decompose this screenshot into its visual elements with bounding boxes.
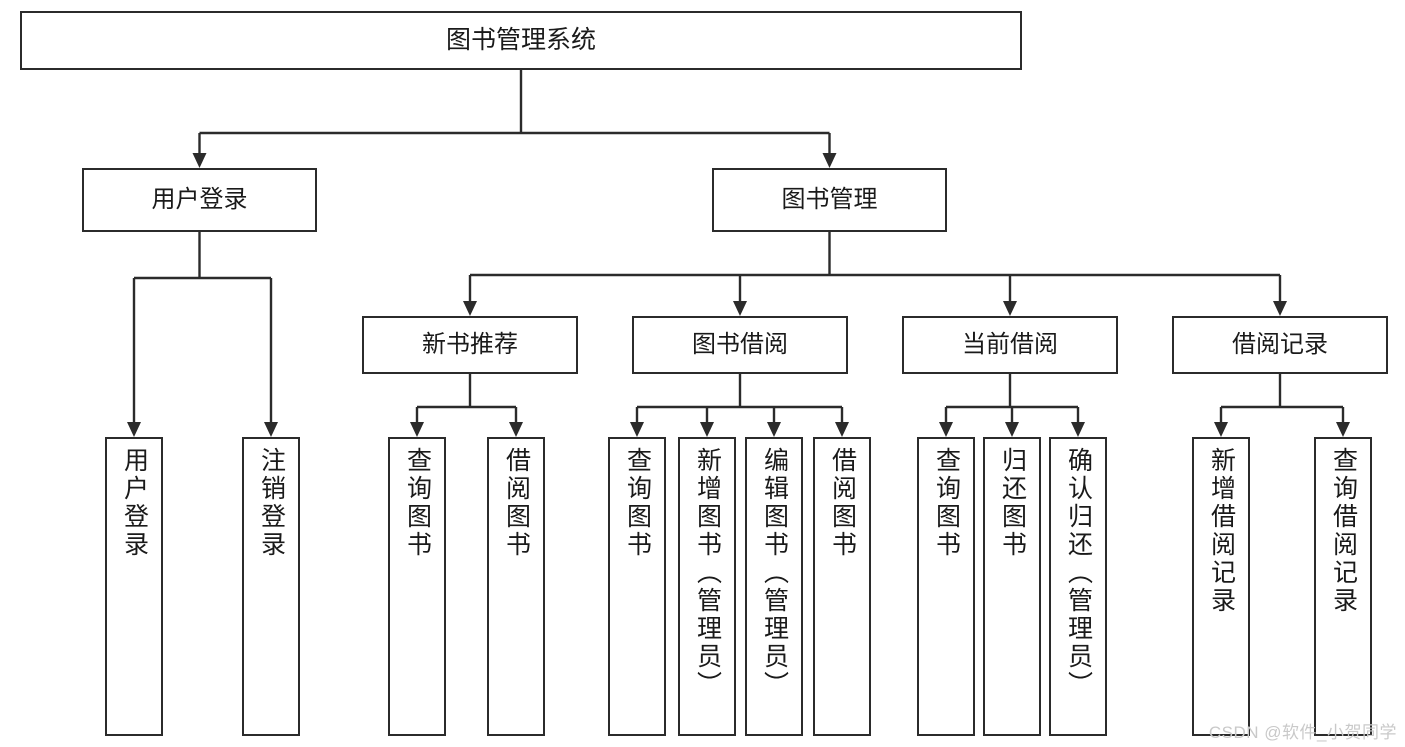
connector-arrowhead <box>1005 422 1019 437</box>
node-leaf-edit-book[interactable]: 编辑图书（管理员） <box>745 437 803 736</box>
connector-arrowhead <box>822 153 837 168</box>
connector-arrowhead <box>939 422 953 437</box>
node-user-login[interactable]: 用户登录 <box>82 168 317 232</box>
node-leaf-query-book-1[interactable]: 查询图书 <box>388 437 446 736</box>
node-label: 图书管理 <box>781 185 878 213</box>
connector-arrowhead <box>509 422 523 437</box>
node-leaf-return-book[interactable]: 归还图书 <box>983 437 1041 736</box>
connector-arrowhead <box>733 301 747 316</box>
node-borrow-record[interactable]: 借阅记录 <box>1172 316 1388 374</box>
node-leaf-query-book-3[interactable]: 查询图书 <box>917 437 975 736</box>
node-label: 借阅图书 <box>828 447 857 559</box>
node-label: 注销登录 <box>257 447 286 559</box>
node-label: 当前借阅 <box>962 330 1058 358</box>
node-label: 用户登录 <box>151 185 248 213</box>
node-label: 查询图书 <box>623 447 652 559</box>
node-leaf-user-login[interactable]: 用户登录 <box>105 437 163 736</box>
node-new-book-rec[interactable]: 新书推荐 <box>362 316 578 374</box>
node-label: 新书推荐 <box>422 330 518 358</box>
node-label: 用户登录 <box>120 447 149 559</box>
node-root[interactable]: 图书管理系统 <box>20 11 1022 70</box>
connector-arrowhead <box>630 422 644 437</box>
connector-arrowhead <box>835 422 849 437</box>
node-label: 借阅图书 <box>502 447 531 559</box>
node-label: 图书管理系统 <box>445 25 596 54</box>
node-label: 编辑图书（管理员） <box>760 447 789 699</box>
connector-arrowhead <box>410 422 424 437</box>
node-label: 查询图书 <box>932 447 961 559</box>
node-leaf-query-record[interactable]: 查询借阅记录 <box>1314 437 1372 736</box>
connector-arrowhead <box>1071 422 1085 437</box>
node-book-manage[interactable]: 图书管理 <box>712 168 947 232</box>
connector-arrowhead <box>767 422 781 437</box>
connector-arrowhead <box>463 301 477 316</box>
node-leaf-borrow-book-1[interactable]: 借阅图书 <box>487 437 545 736</box>
node-leaf-query-book-2[interactable]: 查询图书 <box>608 437 666 736</box>
node-label: 图书借阅 <box>692 330 788 358</box>
node-leaf-borrow-book-2[interactable]: 借阅图书 <box>813 437 871 736</box>
connector-arrowhead <box>700 422 714 437</box>
node-label: 新增借阅记录 <box>1207 447 1236 615</box>
node-label: 新增图书（管理员） <box>693 447 722 699</box>
connector-arrowhead <box>264 422 278 437</box>
connector-arrowhead <box>1336 422 1350 437</box>
connector-arrowhead <box>127 422 141 437</box>
connector-arrowhead <box>192 153 207 168</box>
node-label: 查询图书 <box>403 447 432 559</box>
node-book-borrow[interactable]: 图书借阅 <box>632 316 848 374</box>
node-leaf-add-book[interactable]: 新增图书（管理员） <box>678 437 736 736</box>
node-label: 借阅记录 <box>1232 330 1328 358</box>
node-label: 查询借阅记录 <box>1329 447 1358 615</box>
node-leaf-confirm-return[interactable]: 确认归还（管理员） <box>1049 437 1107 736</box>
node-label: 确认归还（管理员） <box>1064 447 1093 699</box>
connector-arrowhead <box>1003 301 1017 316</box>
node-current-borrow[interactable]: 当前借阅 <box>902 316 1118 374</box>
connector-arrowhead <box>1214 422 1228 437</box>
connector-arrowhead <box>1273 301 1287 316</box>
watermark-label: CSDN @软件_小贺同学 <box>1208 723 1397 742</box>
node-leaf-logout[interactable]: 注销登录 <box>242 437 300 736</box>
node-leaf-add-record[interactable]: 新增借阅记录 <box>1192 437 1250 736</box>
node-label: 归还图书 <box>998 447 1027 559</box>
